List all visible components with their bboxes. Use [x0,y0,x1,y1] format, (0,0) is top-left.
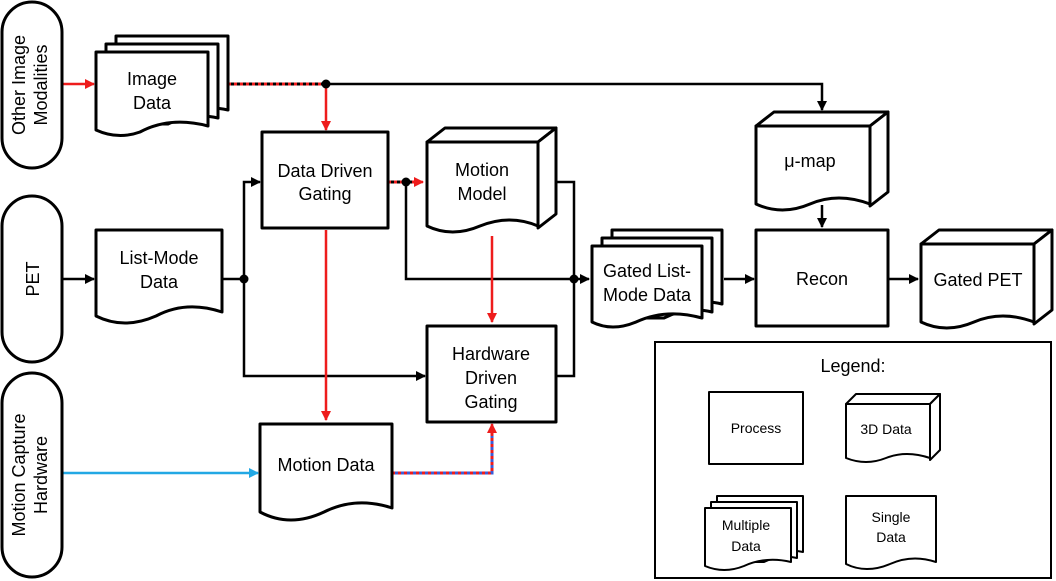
legend-multiple-data: Multiple Data [704,495,804,571]
svg-text:Other Image: Other Image [9,35,29,135]
legend-single-data: Single Data [845,495,937,570]
input-motion-capture-hardware: Motion Capture Hardware [0,371,64,579]
svg-text:Data: Data [731,538,761,554]
svg-text:μ-map: μ-map [784,151,835,171]
svg-text:Data: Data [876,529,906,545]
svg-text:Motion Capture: Motion Capture [9,413,29,536]
svg-text:List-Mode: List-Mode [119,248,198,268]
svg-text:Driven: Driven [465,368,517,388]
svg-text:3D Data: 3D Data [860,421,912,437]
svg-text:Single: Single [872,509,911,525]
svg-text:Model: Model [457,184,506,204]
image-data-node: Image Data [94,34,230,137]
list-mode-data-node: List-Mode Data [94,228,224,325]
connectors [62,79,919,478]
svg-text:Hardware: Hardware [31,436,51,514]
svg-text:Data Driven: Data Driven [277,161,372,181]
svg-text:Gated PET: Gated PET [933,270,1022,290]
svg-text:Data: Data [133,93,172,113]
gated-pet-node: Gated PET [919,228,1054,330]
motion-model-node: Motion Model [425,126,558,234]
svg-text:Gating: Gating [464,392,517,412]
gated-list-mode-data-node: Gated List- Mode Data [590,228,724,329]
svg-text:PET: PET [23,261,43,296]
svg-text:Gating: Gating [298,184,351,204]
svg-text:Image: Image [127,69,177,89]
svg-text:Motion: Motion [455,160,509,180]
svg-text:Hardware: Hardware [452,344,530,364]
legend: Legend: Process 3D Data Multiple Data Si… [654,341,1052,579]
data-driven-gating-node: Data Driven Gating [260,130,390,230]
svg-text:Gated List-: Gated List- [603,261,691,281]
legend-title: Legend: [820,356,885,376]
svg-text:Recon: Recon [796,269,848,289]
svg-text:Motion Data: Motion Data [277,455,375,475]
hardware-driven-gating-node: Hardware Driven Gating [425,324,558,424]
recon-node: Recon [754,228,890,328]
legend-3d-data: 3D Data [845,393,941,463]
svg-text:Process: Process [731,420,782,436]
mu-map-node: μ-map [754,110,890,212]
svg-text:Mode Data: Mode Data [603,285,692,305]
svg-text:Data: Data [140,272,179,292]
legend-process: Process [708,391,804,465]
motion-data-node: Motion Data [258,422,394,522]
input-other-modalities: Other Image Modalities [0,0,64,170]
svg-text:Multiple: Multiple [722,517,770,533]
input-pet: PET [0,194,64,364]
svg-text:Modalities: Modalities [31,44,51,125]
